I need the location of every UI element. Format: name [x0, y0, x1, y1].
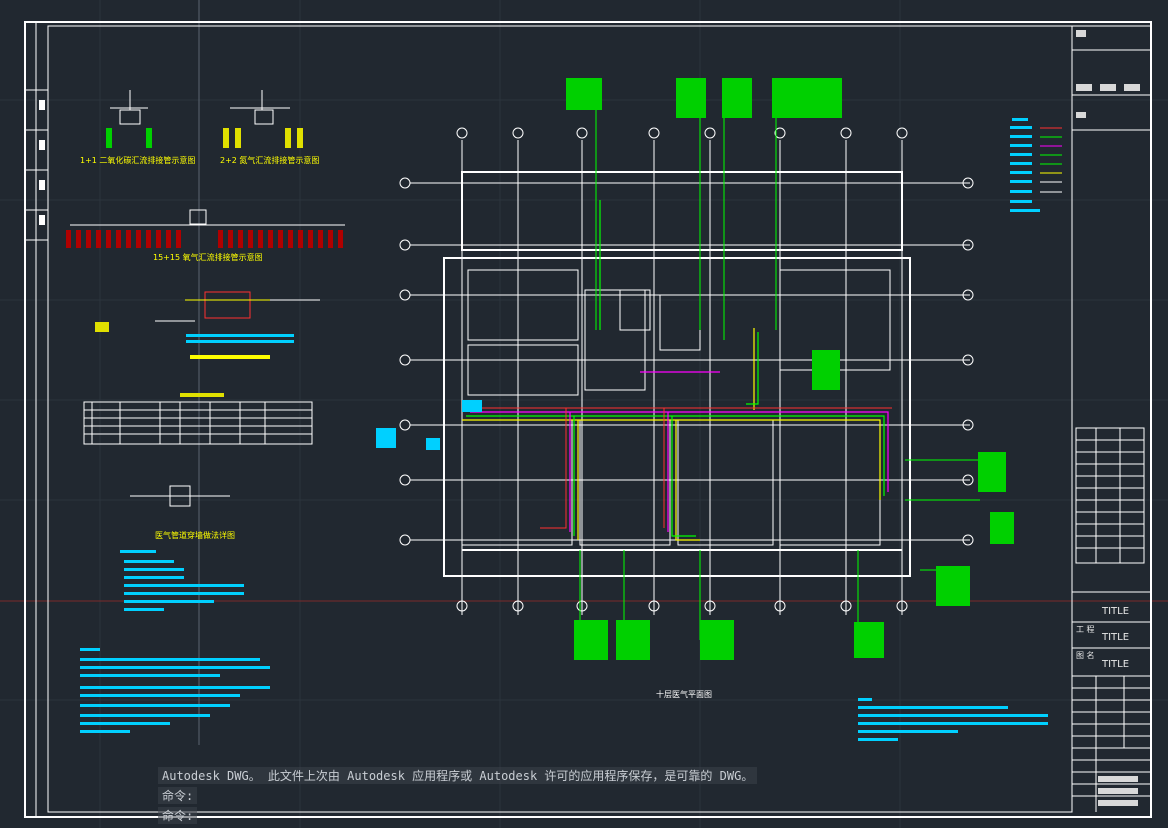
title-block — [1072, 25, 1151, 812]
material-table — [83, 401, 313, 445]
title-block-stamps — [1076, 30, 1140, 806]
title-block-build-value: TITLE — [1102, 606, 1130, 617]
gas-pipe-vacuum — [466, 200, 885, 537]
alarm-panel-icon — [95, 322, 109, 332]
pipe-leaders — [579, 90, 980, 640]
note-block-middle — [186, 334, 294, 343]
left-binding-strip — [25, 22, 48, 817]
o2-manifold-diagram — [70, 209, 345, 226]
pipe-legend-labels — [1010, 118, 1040, 212]
plan-title: 十层医气平面图 — [656, 689, 712, 699]
command-history-message: Autodesk DWG。 此文件上次由 Autodesk 应用程序或 Auto… — [158, 767, 758, 784]
command-history-prompt: 命令: — [158, 787, 198, 804]
title-block-project-label: 工 程 — [1076, 625, 1095, 634]
wall-detail-label: 医气管道穿墙做法详图 — [155, 530, 235, 540]
note-title-middle — [190, 355, 270, 359]
n2-manifold-diagram — [230, 90, 290, 125]
o2-cylinders — [66, 230, 343, 248]
notes-list-left — [120, 550, 244, 611]
gas-pipe-oxygen — [462, 328, 881, 541]
drawing-frame-inner — [47, 25, 1073, 813]
axis-bubbles — [399, 127, 974, 612]
pipe-annotations-cyan — [376, 400, 482, 450]
co2-manifold-diagram — [110, 90, 148, 125]
title-block-drawing-label: 图 名 — [1076, 651, 1095, 660]
co2-diagram-label: 1+1 二氧化碳汇流排接管示意图 — [80, 155, 195, 165]
material-table-title — [180, 393, 224, 397]
title-block-project-value: TITLE — [1102, 632, 1130, 643]
gas-pipe-air — [470, 371, 889, 532]
o2-diagram-label: 15+15 氧气汇流排接管示意图 — [153, 252, 263, 262]
n2-diagram-label: 2+2 氮气汇流排接管示意图 — [220, 155, 319, 165]
notes-list-right — [858, 698, 1048, 741]
gas-pipe-red — [474, 407, 892, 529]
pipe-annotations — [566, 78, 1014, 660]
command-input[interactable]: 命令: — [158, 807, 198, 824]
floor-plan-outer-walls — [443, 171, 911, 577]
n2-cylinders — [223, 128, 303, 148]
floor-plan-axis-grid — [410, 140, 970, 615]
title-block-drawing-value: TITLE — [1102, 659, 1130, 670]
binding-labels — [39, 100, 45, 225]
drawing-frame-outer — [24, 21, 1152, 818]
wall-penetration-detail — [130, 485, 230, 507]
pipe-legend — [1040, 127, 1062, 193]
valve-box-detail — [155, 291, 320, 322]
co2-cylinders — [106, 128, 152, 148]
notes-list-bottom — [80, 648, 270, 733]
